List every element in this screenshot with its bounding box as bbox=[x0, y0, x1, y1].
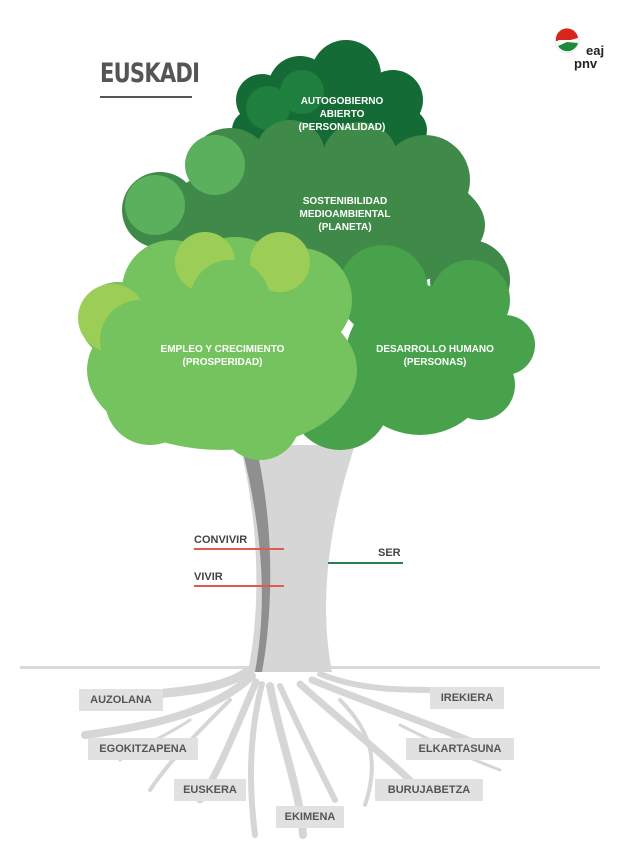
canopy-label-empleo: EMPLEO Y CRECIMIENTO (PROSPERIDAD) bbox=[160, 344, 285, 368]
eaj-pnv-emblem-icon bbox=[554, 28, 580, 54]
trunk-label-vivir: VIVIR bbox=[194, 571, 223, 583]
page-title: EUSKADI bbox=[100, 58, 200, 89]
root-tag-egokitzapena: EGOKITZAPENA bbox=[88, 738, 198, 760]
canopy-middle-highlight bbox=[125, 135, 245, 235]
canopy-label-autogobierno: AUTOGOBIERNO ABIERTO (PERSONALIDAD) bbox=[298, 96, 386, 133]
title-underline bbox=[100, 96, 192, 98]
trunk-shadow bbox=[242, 448, 271, 672]
root-tag-elkartasuna: ELKARTASUNA bbox=[406, 738, 514, 760]
logo-text-pnv: pnv bbox=[574, 56, 598, 71]
eaj-pnv-logo: eaj pnv bbox=[554, 28, 610, 72]
ser-line bbox=[328, 562, 403, 564]
trunk-label-ser: SER bbox=[378, 547, 401, 559]
canopy-label-sostenibilidad: SOSTENIBILIDAD MEDIOAMBIENTAL (PLANETA) bbox=[299, 196, 391, 233]
root-tag-irekiera: IREKIERA bbox=[430, 687, 504, 709]
root-tag-ekimena: EKIMENA bbox=[276, 806, 344, 828]
root-tag-euskera: EUSKERA bbox=[174, 779, 246, 801]
root-tag-burujabetza: BURUJABETZA bbox=[375, 779, 483, 801]
vivir-line bbox=[194, 585, 284, 587]
convivir-line bbox=[194, 548, 284, 550]
canopy-label-desarrollo: DESARROLLO HUMANO (PERSONAS) bbox=[376, 344, 494, 368]
trunk-label-convivir: CONVIVIR bbox=[194, 534, 248, 546]
logo-text-eaj: eaj bbox=[586, 43, 605, 58]
canopy-top-highlight bbox=[246, 70, 324, 130]
root-tag-auzolana: AUZOLANA bbox=[79, 689, 163, 711]
